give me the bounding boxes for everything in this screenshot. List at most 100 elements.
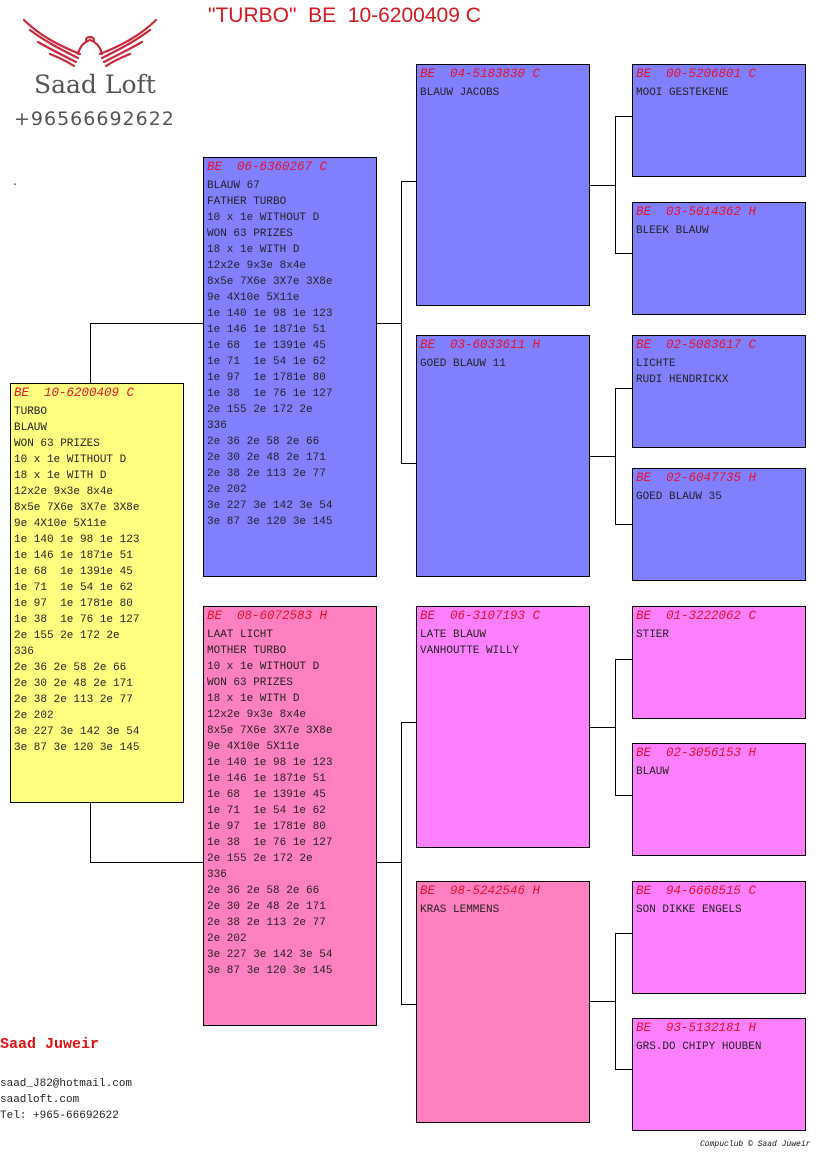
pigeon-info-line: 9e 4X10e 5X11e: [207, 741, 300, 753]
pigeon-info-line: RUDI HENDRICKX: [636, 374, 729, 386]
ring-number: BE 03-6033611 H: [420, 338, 541, 352]
pigeon-info-line: 12x2e 9x3e 8x4e: [207, 260, 307, 272]
ring-number: BE 02-6047735 H: [636, 471, 757, 485]
pigeon-info-line: 1e 38 1e 76 1e 127: [207, 388, 333, 400]
pigeon-info-line: LATE BLAUW: [420, 629, 487, 641]
pigeon-info-line: 1e 38 1e 76 1e 127: [207, 837, 333, 849]
pigeon-info-line: 336: [207, 420, 227, 432]
ring-number: BE 93-5132181 H: [636, 1021, 757, 1035]
pigeon-info-line: 3e 87 3e 120 3e 145: [207, 965, 333, 977]
pigeon-info-line: 2e 202: [207, 933, 247, 945]
pigeon-info-line: 18 x 1e WITH D: [207, 693, 300, 705]
ring-number: BE 02-5083617 C: [636, 338, 757, 352]
pigeon-info-line: 18 x 1e WITH D: [207, 244, 300, 256]
pigeon-info-line: 1e 71 1e 54 1e 62: [14, 582, 133, 594]
connector-line: [589, 727, 616, 728]
pigeon-info-line: 8x5e 7X6e 3X7e 3X8e: [207, 725, 333, 737]
pigeon-info-line: 2e 36 2e 58 2e 66: [14, 662, 127, 674]
great-grandparent-card[interactable]: BE 02-6047735 H GOED BLAUW 35: [632, 468, 806, 581]
pigeon-info-line: WON 63 PRIZES: [207, 228, 293, 240]
contact-info: saad_J82@hotmail.com saadloft.com Tel: +…: [0, 1076, 132, 1124]
pigeon-info-line: 8x5e 7X6e 3X7e 3X8e: [207, 276, 333, 288]
pigeon-info-line: 3e 87 3e 120 3e 145: [14, 742, 140, 754]
pigeon-info-line: 1e 71 1e 54 1e 62: [207, 805, 326, 817]
pigeon-info-line: VANHOUTTE WILLY: [420, 645, 520, 657]
pigeon-info-line: 2e 36 2e 58 2e 66: [207, 436, 320, 448]
pigeon-info-line: 2e 30 2e 48 2e 171: [207, 452, 326, 464]
pigeon-info-line: LICHTE: [636, 358, 676, 370]
pigeon-info-line: 1e 140 1e 98 1e 123: [207, 757, 333, 769]
connector-line: [615, 388, 616, 525]
connector-line: [90, 323, 204, 324]
pigeon-info-line: 10 x 1e WITHOUT D: [207, 661, 320, 673]
pigeon-info-line: 1e 97 1e 1781e 80: [207, 372, 326, 384]
grandparent-card[interactable]: BE 03-6033611 H GOED BLAUW 11: [416, 335, 590, 577]
contact-email[interactable]: saad_J82@hotmail.com: [0, 1078, 133, 1090]
great-grandparent-card[interactable]: BE 93-5132181 H GRS.DO CHIPY HOUBEN: [632, 1018, 806, 1131]
great-grandparent-card[interactable]: BE 00-5206801 C MOOI GESTEKENE: [632, 64, 806, 177]
pigeon-info-line: 2e 38 2e 113 2e 77: [207, 917, 326, 929]
pigeon-info-line: 1e 97 1e 1781e 80: [14, 598, 133, 610]
pigeon-info-line: 1e 71 1e 54 1e 62: [207, 356, 326, 368]
pigeon-info-line: GOED BLAUW 11: [420, 358, 506, 370]
pigeon-info-line: 9e 4X10e 5X11e: [207, 292, 300, 304]
wings-icon: [22, 18, 158, 68]
pigeon-info-line: MOOI GESTEKENE: [636, 87, 729, 99]
pigeon-info-line: 8x5e 7X6e 3X7e 3X8e: [14, 502, 140, 514]
owner-name: Saad Juweir: [0, 1036, 100, 1053]
pigeon-info-line: MOTHER TURBO: [207, 645, 287, 657]
connector-line: [615, 388, 632, 389]
pigeon-info-line: 1e 97 1e 1781e 80: [207, 821, 326, 833]
connector-line: [376, 862, 402, 863]
connector-line: [589, 456, 616, 457]
great-grandparent-card[interactable]: BE 02-5083617 C LICHTE RUDI HENDRICKX: [632, 335, 806, 448]
pigeon-info-line: GOED BLAUW 35: [636, 491, 722, 503]
pigeon-info-line: 2e 30 2e 48 2e 171: [14, 678, 133, 690]
pigeon-info-line: 2e 36 2e 58 2e 66: [207, 885, 320, 897]
pigeon-info-line: 2e 202: [207, 484, 247, 496]
footer-credit: Compuclub © Saad Juweir: [700, 1140, 811, 1149]
pigeon-info-line: 1e 38 1e 76 1e 127: [14, 614, 140, 626]
pigeon-info-line: 2e 38 2e 113 2e 77: [14, 694, 133, 706]
pigeon-info-line: FATHER TURBO: [207, 196, 287, 208]
ring-number: BE 00-5206801 C: [636, 67, 757, 81]
pigeon-info-line: 3e 227 3e 142 3e 54: [207, 500, 333, 512]
pigeon-info-line: 2e 30 2e 48 2e 171: [207, 901, 326, 913]
ring-number: BE 04-5183830 C: [420, 67, 541, 81]
connector-line: [401, 463, 417, 464]
connector-line: [615, 253, 632, 254]
connector-line: [615, 795, 632, 796]
pigeon-info-line: LAAT LICHT: [207, 629, 274, 641]
ring-number: BE 02-3056153 H: [636, 746, 757, 760]
pigeon-info-line: 12x2e 9x3e 8x4e: [14, 486, 114, 498]
pigeon-info-line: GRS.DO CHIPY HOUBEN: [636, 1041, 762, 1053]
connector-line: [401, 1004, 417, 1005]
pigeon-info-line: 336: [207, 869, 227, 881]
pigeon-info-line: SON DIKKE ENGELS: [636, 904, 742, 916]
pigeon-info-line: 2e 155 2e 172 2e: [207, 404, 313, 416]
pigeon-info-line: 1e 146 1e 1871e 51: [14, 550, 133, 562]
pigeon-info-line: 10 x 1e WITHOUT D: [207, 212, 320, 224]
pigeon-info-line: 2e 155 2e 172 2e: [207, 853, 313, 865]
connector-line: [615, 1069, 632, 1070]
pigeon-info-line: 12x2e 9x3e 8x4e: [207, 709, 307, 721]
pigeon-info-line: 2e 155 2e 172 2e: [14, 630, 120, 642]
ring-number: BE 98-5242546 H: [420, 884, 541, 898]
contact-website[interactable]: saadloft.com: [0, 1094, 80, 1106]
pigeon-info-line: 2e 38 2e 113 2e 77: [207, 468, 326, 480]
logo-phone: +96566692622: [14, 108, 175, 130]
pigeon-info-line: 1e 146 1e 1871e 51: [207, 324, 326, 336]
pigeon-info-line: 336: [14, 646, 34, 658]
ring-number: BE 06-6360267 C: [207, 160, 328, 174]
logo: Saad Loft +96566692622: [14, 14, 184, 134]
